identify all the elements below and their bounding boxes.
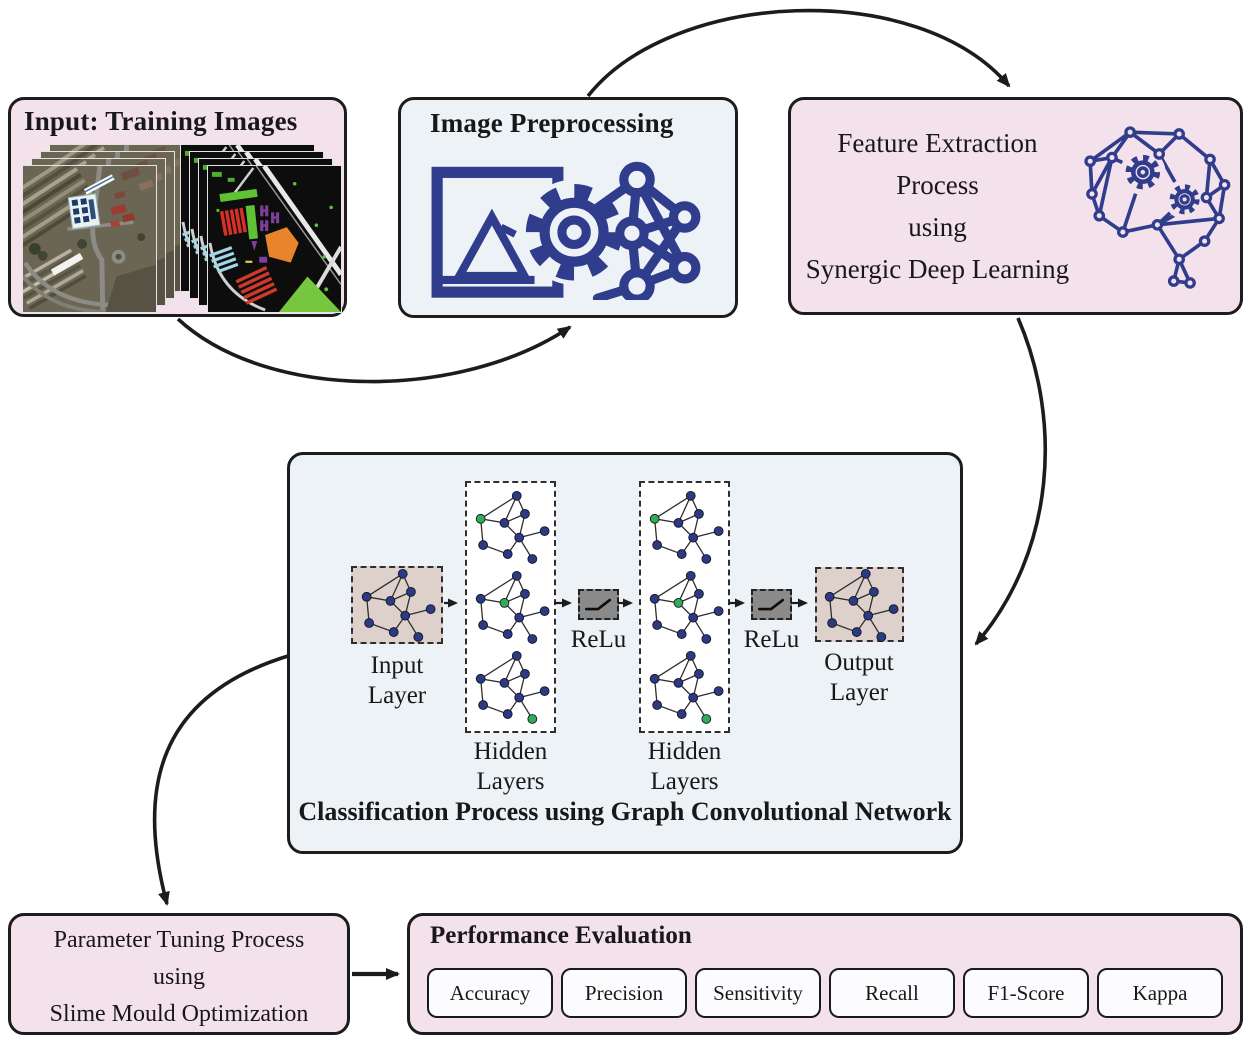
- tuning-box-text: Parameter Tuning Process using Slime Mou…: [11, 922, 347, 1033]
- ground-truth-map-stack-icon: [180, 144, 343, 315]
- metric-chip: Precision: [561, 968, 687, 1018]
- graph-icon: [644, 649, 726, 725]
- map-layer-front: [207, 165, 342, 313]
- hidden-layers-column-2: [639, 481, 730, 733]
- metric-chip: Kappa: [1097, 968, 1223, 1018]
- arrow-prep-to-feature: [586, 8, 1011, 98]
- feature-extraction-box: Feature Extraction Process using Synergi…: [788, 97, 1243, 315]
- tuning-line-2: using: [152, 964, 205, 990]
- arrow-feature-to-class: [974, 317, 1048, 646]
- hidden-layers-label: Hidden Layers: [647, 738, 722, 795]
- aerial-photo-stack-icon: [22, 144, 185, 315]
- graph-icon: [644, 569, 726, 645]
- graph-icon: [819, 567, 901, 643]
- output-layer-graph-icon: [815, 567, 904, 642]
- graph-icon: [470, 569, 552, 645]
- classification-box: Input Layer ReLu ReLu Hidden Layers Hidd…: [287, 452, 963, 854]
- input-training-images-box: Input: Training Images: [8, 97, 347, 317]
- metric-chip: Accuracy: [427, 968, 553, 1018]
- feature-line-2: using: [908, 212, 967, 242]
- arrow-input-to-prep: [176, 317, 572, 384]
- graph-icon: [470, 649, 552, 725]
- input-layer-label: Input Layer: [367, 652, 427, 709]
- input-box-title: Input: Training Images: [24, 106, 298, 136]
- graph-icon: [644, 489, 726, 565]
- hidden-layers-label: Hidden Layers: [473, 738, 548, 795]
- metric-chip: Recall: [829, 968, 955, 1018]
- classification-box-title: Classification Process using Graph Convo…: [298, 797, 952, 826]
- graph-icon: [470, 489, 552, 565]
- parameter-tuning-box: Parameter Tuning Process using Slime Mou…: [8, 913, 350, 1035]
- relu-activation-icon: [578, 589, 619, 620]
- photo-layer-front: [22, 165, 157, 313]
- feature-box-text: Feature Extraction Process using Synergi…: [799, 122, 1076, 290]
- metric-chip: Sensitivity: [695, 968, 821, 1018]
- relu-activation-icon: [751, 589, 792, 620]
- preprocessing-box-title: Image Preprocessing: [430, 108, 674, 138]
- metric-chip: F1-Score: [963, 968, 1089, 1018]
- brain-network-gears-icon: [1072, 114, 1240, 306]
- image-preprocessing-box: Image Preprocessing: [398, 97, 738, 318]
- arrow-class-to-tuning: [152, 654, 289, 906]
- hidden-layers-column-1: [465, 481, 556, 733]
- image-gear-network-icon: [429, 146, 705, 304]
- output-layer-label: Output Layer: [824, 649, 894, 706]
- feature-line-1: Feature Extraction Process: [837, 128, 1038, 200]
- graph-icon: [356, 567, 438, 643]
- input-layer-graph-icon: [351, 566, 443, 644]
- tuning-line-3: Slime Mould Optimization: [49, 1001, 309, 1027]
- relu-label: ReLu: [570, 626, 627, 653]
- tuning-line-1: Parameter Tuning Process: [53, 927, 305, 953]
- performance-box-title: Performance Evaluation: [430, 922, 692, 949]
- feature-line-3: Synergic Deep Learning: [805, 254, 1070, 284]
- relu-label: ReLu: [743, 626, 800, 653]
